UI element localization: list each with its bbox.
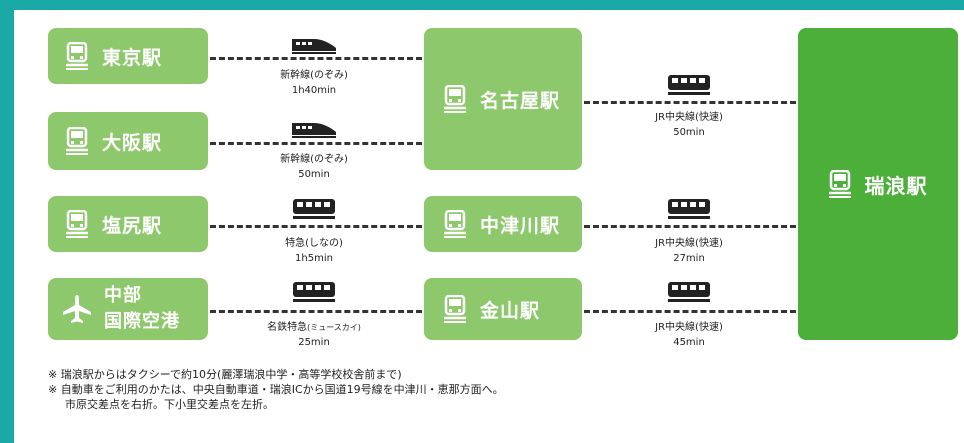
route-line bbox=[210, 310, 422, 313]
shinkansen-icon bbox=[290, 120, 338, 142]
train-icon bbox=[667, 281, 711, 307]
note-car-cont: 市原交差点を右折。下小里交差点を左折。 bbox=[65, 398, 274, 411]
route-line bbox=[210, 225, 422, 228]
route-name: 名鉄特急 bbox=[267, 322, 308, 333]
route-name: JR中央線(快速) bbox=[655, 322, 723, 333]
station-label: 中津川駅 bbox=[480, 214, 561, 237]
route-line bbox=[584, 101, 796, 104]
note-taxi: ※ 瑞浪駅からはタクシーで約10分(麗澤瑞浪中学・高等学校校舎前まで) bbox=[48, 368, 402, 381]
station-kanayama: 金山駅 bbox=[424, 278, 582, 340]
route-info-nakatsugawa: JR中央線(快速) 27min bbox=[629, 236, 749, 266]
route-line bbox=[584, 310, 796, 313]
route-time: 27min bbox=[673, 253, 705, 264]
route-time: 25min bbox=[298, 337, 330, 348]
route-info-tokyo: 新幹線(のぞみ) 1h40min bbox=[254, 68, 374, 98]
station-tokyo: 東京駅 bbox=[48, 28, 208, 84]
station-label: 金山駅 bbox=[480, 299, 541, 322]
route-info-kanayama: JR中央線(快速) 45min bbox=[629, 320, 749, 350]
station-label: 東京駅 bbox=[102, 46, 163, 69]
route-line bbox=[210, 142, 422, 145]
station-icon bbox=[444, 294, 466, 323]
route-name: 新幹線(のぞみ) bbox=[280, 70, 348, 81]
route-info-nagoya: JR中央線(快速) 50min bbox=[629, 110, 749, 140]
route-name-sub: (ミュースカイ) bbox=[307, 323, 361, 332]
train-icon bbox=[667, 198, 711, 224]
station-label: 名古屋駅 bbox=[480, 89, 561, 112]
route-name: JR中央線(快速) bbox=[655, 112, 723, 123]
route-line bbox=[584, 225, 796, 228]
station-nakatsugawa: 中津川駅 bbox=[424, 196, 582, 252]
station-shiojiri: 塩尻駅 bbox=[48, 196, 208, 252]
shinkansen-icon bbox=[290, 36, 338, 58]
station-osaka: 大阪駅 bbox=[48, 112, 208, 170]
train-icon bbox=[292, 198, 336, 224]
footnotes: ※ 瑞浪駅からはタクシーで約10分(麗澤瑞浪中学・高等学校校舎前まで) ※ 自動… bbox=[48, 367, 504, 412]
route-time: 1h5min bbox=[295, 253, 333, 264]
route-info-shiojiri: 特急(しなの) 1h5min bbox=[254, 236, 374, 266]
airplane-icon bbox=[62, 294, 92, 324]
train-icon bbox=[292, 281, 336, 307]
station-icon bbox=[828, 169, 851, 198]
station-label-line1: 中部 bbox=[104, 285, 142, 306]
route-time: 50min bbox=[673, 127, 705, 138]
station-icon bbox=[444, 84, 466, 113]
station-nagoya: 名古屋駅 bbox=[424, 28, 582, 170]
route-time: 50min bbox=[298, 169, 330, 180]
note-car: ※ 自動車をご利用のかたは、中央自動車道・瑞浪ICから国道19号線を中津川・恵那… bbox=[48, 383, 504, 396]
station-icon bbox=[66, 126, 88, 155]
station-icon bbox=[66, 41, 88, 70]
station-icon bbox=[66, 209, 88, 238]
route-name: 特急(しなの) bbox=[285, 238, 343, 249]
station-label: 塩尻駅 bbox=[102, 214, 163, 237]
station-label: 瑞浪駅 bbox=[864, 173, 928, 198]
route-line bbox=[210, 57, 422, 60]
route-info-osaka: 新幹線(のぞみ) 50min bbox=[254, 152, 374, 182]
station-chubu-airport: 中部 国際空港 bbox=[48, 278, 208, 340]
station-label: 大阪駅 bbox=[102, 131, 163, 154]
route-name: JR中央線(快速) bbox=[655, 238, 723, 249]
station-icon bbox=[444, 209, 466, 238]
station-label-line2: 国際空港 bbox=[104, 311, 180, 332]
station-mizunami: 瑞浪駅 bbox=[798, 28, 958, 340]
route-time: 45min bbox=[673, 337, 705, 348]
route-time: 1h40min bbox=[291, 85, 337, 96]
train-icon bbox=[667, 74, 711, 100]
route-name: 新幹線(のぞみ) bbox=[280, 154, 348, 165]
route-info-airport: 名鉄特急(ミュースカイ) 25min bbox=[244, 320, 384, 350]
